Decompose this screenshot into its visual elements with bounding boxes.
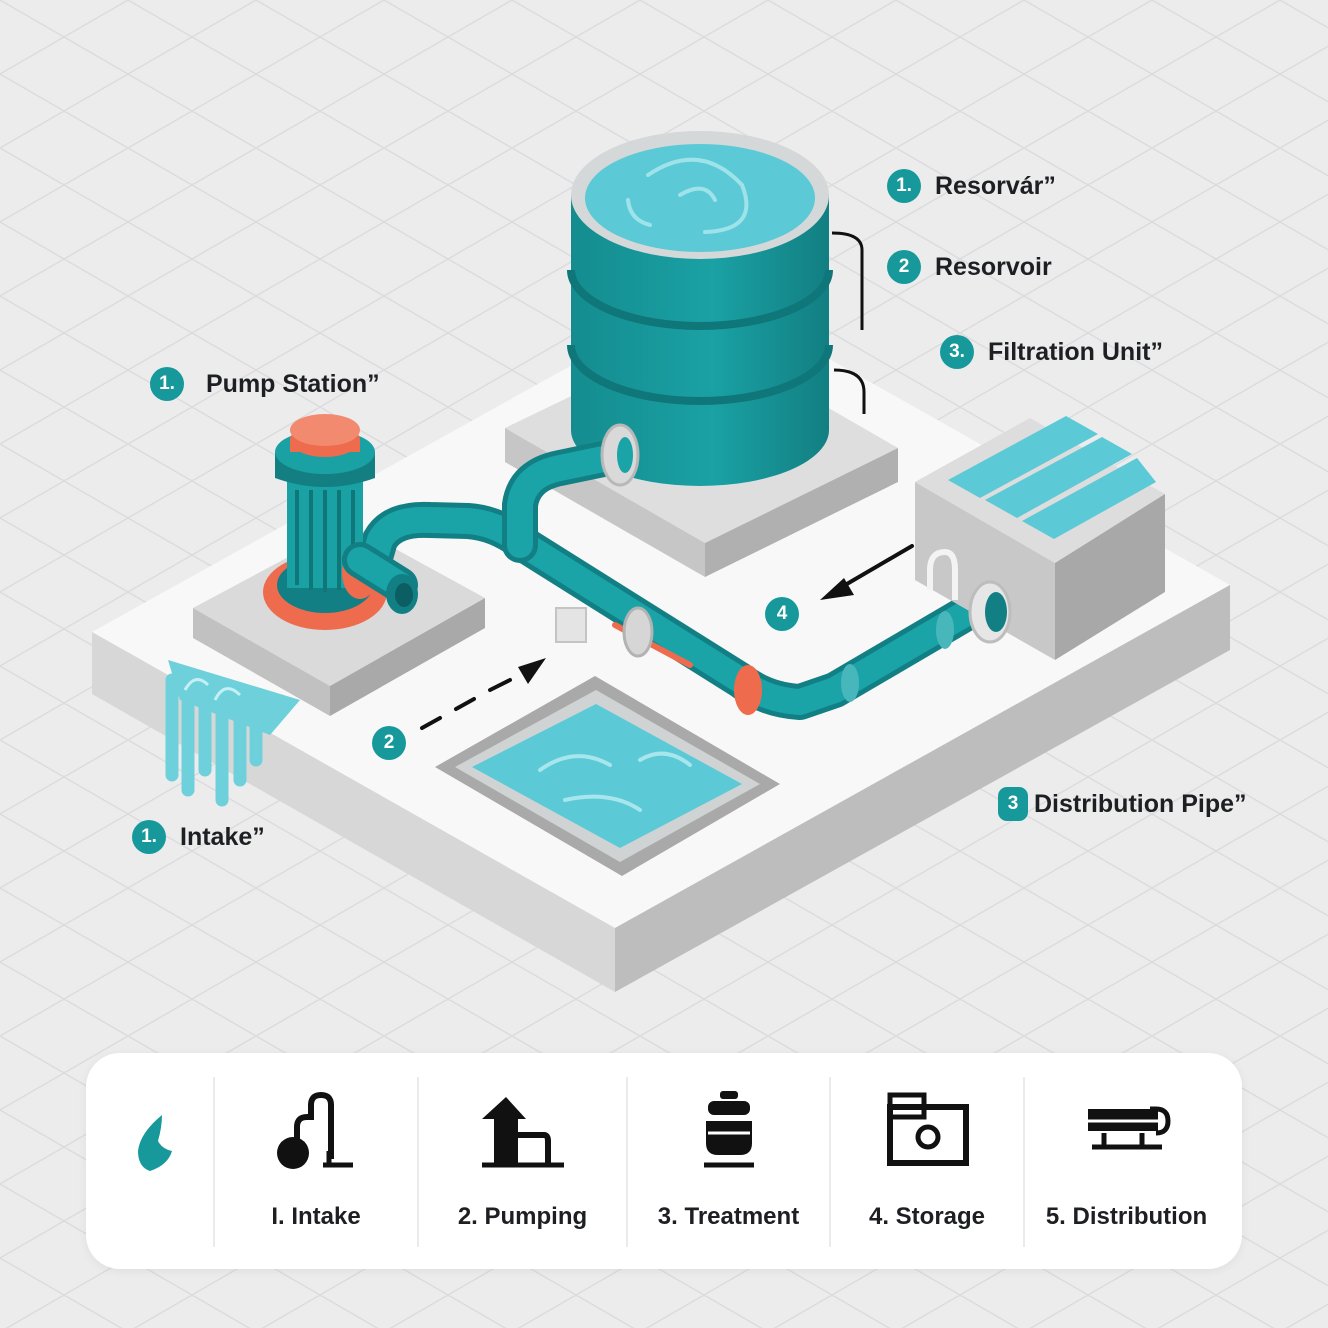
- legend-divider: [829, 1077, 831, 1247]
- legend-step-label: 2. Pumping: [457, 1203, 588, 1230]
- settling-basin: [435, 676, 780, 876]
- callout-badge: 2: [887, 250, 921, 284]
- callout-pump-station: 1. Pump Station”: [150, 367, 380, 401]
- filtration-unit: [915, 416, 1165, 660]
- flow-arrow-from-filtration: [820, 544, 914, 600]
- callout-label: Pump Station”: [206, 369, 380, 398]
- callout-badge: 1.: [150, 367, 184, 401]
- callout-bracket-reservoir: [831, 231, 864, 330]
- callout-reservoir: 2 Resorvoir: [887, 250, 1052, 284]
- distribution-icon: [1083, 1106, 1171, 1150]
- legend-step-intake: I. Intake: [215, 1053, 417, 1269]
- callout-label: Distribution Pipe”: [1034, 789, 1247, 818]
- legend-step-label: 3. Treatment: [657, 1203, 800, 1230]
- callout-bracket-tank: [833, 368, 866, 414]
- flow-arrow-to-basin: [420, 658, 546, 730]
- water-leaf-icon: [138, 1115, 172, 1171]
- callout-badge: 2: [372, 726, 406, 760]
- pumping-icon: [481, 1097, 564, 1168]
- callout-filtration-unit: 3. Filtration Unit”: [940, 335, 1163, 369]
- callout-flow-2: 2: [372, 726, 406, 760]
- callout-badge: 1.: [132, 820, 166, 854]
- legend-divider: [213, 1077, 215, 1247]
- storage-icon: [887, 1092, 969, 1166]
- process-steps-legend: I. Intake 2. Pumping 3. Treatment 4. Sto…: [86, 1053, 1242, 1269]
- intake-waterfall: [165, 660, 300, 807]
- pump-station: [263, 414, 418, 630]
- legend-step-storage: 4. Storage: [831, 1053, 1023, 1269]
- legend-divider: [417, 1077, 419, 1247]
- legend-step-treatment: 3. Treatment: [628, 1053, 829, 1269]
- callout-badge: 1.: [887, 169, 921, 203]
- callout-label: Intake”: [180, 822, 265, 851]
- callout-flow-4: 4: [765, 597, 799, 631]
- pipe-network: [352, 423, 1006, 720]
- legend-step-distribution: 5. Distribution: [1025, 1053, 1228, 1269]
- legend-step-label: 5. Distribution: [1045, 1203, 1208, 1230]
- intake-icon: [277, 1091, 353, 1169]
- callout-label: Filtration Unit”: [988, 337, 1163, 366]
- callout-badge: 3.: [940, 335, 974, 369]
- callout-label: Resorvoir: [935, 252, 1052, 281]
- reservoir-tank: [567, 131, 833, 486]
- callout-distribution-pipe: 3 Distribution Pipe”: [998, 787, 1247, 821]
- callout-badge: 3: [998, 787, 1028, 821]
- legend-step-pumping: 2. Pumping: [419, 1053, 626, 1269]
- legend-step-label: I. Intake: [271, 1203, 361, 1230]
- callout-intake: 1. Intake”: [132, 820, 265, 854]
- legend-divider: [1023, 1077, 1025, 1247]
- callout-badge: 4: [765, 597, 799, 631]
- treatment-icon: [703, 1091, 754, 1168]
- legend-divider: [626, 1077, 628, 1247]
- callout-label: Resorvár”: [935, 171, 1056, 200]
- legend-step-label: 4. Storage: [868, 1203, 986, 1230]
- callout-reservoir-top: 1. Resorvár”: [887, 169, 1056, 203]
